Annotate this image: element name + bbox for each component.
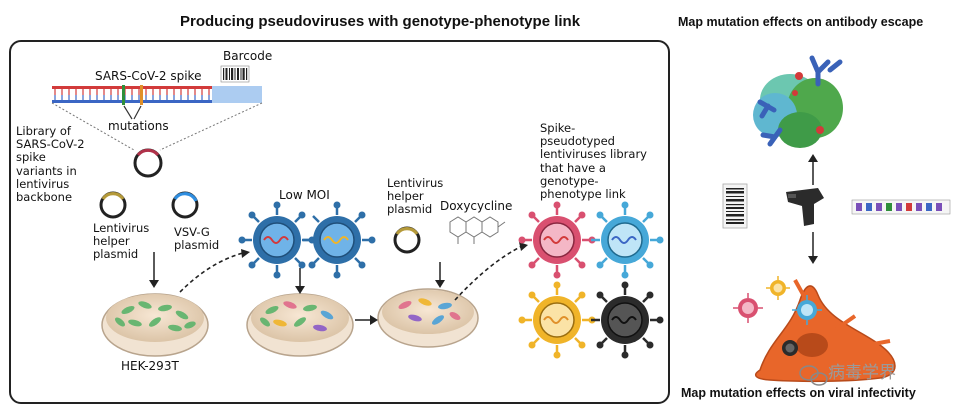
small-virus-blue xyxy=(792,295,822,325)
arrow-to-infectivity xyxy=(808,232,818,264)
escape-title: Map mutation effects on antibody escape xyxy=(678,15,924,29)
petri-dish-1 xyxy=(101,293,209,357)
pseudovirus-panel xyxy=(9,40,670,404)
arrow-to-escape xyxy=(808,154,818,185)
virus-low-moi-2 xyxy=(303,201,376,279)
petri-dish-3 xyxy=(377,288,479,348)
zoom-lines xyxy=(51,102,263,151)
spike-label: SARS-CoV-2 spike xyxy=(95,69,202,83)
small-virus-yellow xyxy=(766,276,790,300)
virus-low-moi-1 xyxy=(238,201,316,279)
doxycycline-structure xyxy=(449,216,506,244)
library-label: Library of SARS-CoV-2 spike variants in … xyxy=(16,124,85,205)
virus-yellow xyxy=(518,281,596,359)
arrow-dox-to-dish-3 xyxy=(435,262,445,288)
vsvg-plasmid xyxy=(171,191,199,219)
antibody-icon xyxy=(757,55,843,147)
mutations-label: mutations xyxy=(108,119,169,133)
barcode-card-icon xyxy=(722,183,748,229)
result-library-label: Spike- pseudotyped lentiviruses library … xyxy=(540,121,647,202)
dashed-arrows xyxy=(179,245,523,301)
arrow-dish2-to-dish3 xyxy=(355,315,378,325)
vsvg-plasmid-label: VSV-G plasmid xyxy=(174,225,220,253)
mutation-arrows xyxy=(123,105,142,120)
small-virus-dark xyxy=(782,340,798,356)
arrow-viruses-to-dish-2 xyxy=(295,268,305,294)
cell-line-label: HEK-293T xyxy=(121,359,179,373)
library-plasmid xyxy=(133,148,163,178)
doxycycline-label: Doxycycline xyxy=(440,199,513,213)
helper-plasmid-2 xyxy=(393,226,421,254)
wechat-icon xyxy=(799,365,828,386)
low-moi-label: Low MOI xyxy=(279,188,330,202)
infectivity-title: Map mutation effects on viral infectivit… xyxy=(681,386,916,400)
petri-dish-2 xyxy=(246,293,354,357)
barcode-label: Barcode xyxy=(223,49,273,63)
dna-strand xyxy=(52,85,262,105)
arrow-to-dish-1 xyxy=(149,252,159,288)
barcode-scanner-icon xyxy=(786,188,824,226)
main-title: Producing pseudoviruses with genotype-ph… xyxy=(180,13,581,30)
sequence-strip-icon xyxy=(851,199,951,215)
small-virus-pink xyxy=(733,293,763,323)
virus-lightblue xyxy=(591,201,664,279)
helper-plasmid-label-2: Lentivirus helper plasmid xyxy=(387,176,444,217)
virus-pink xyxy=(518,201,596,279)
helper-plasmid-1 xyxy=(99,191,127,219)
watermark: 病毒学界 xyxy=(828,363,896,383)
helper-plasmid-label-1: Lentivirus helper plasmid xyxy=(93,221,150,262)
cell-icon xyxy=(754,279,896,383)
virus-dark xyxy=(591,281,664,359)
barcode-icon xyxy=(220,65,250,83)
